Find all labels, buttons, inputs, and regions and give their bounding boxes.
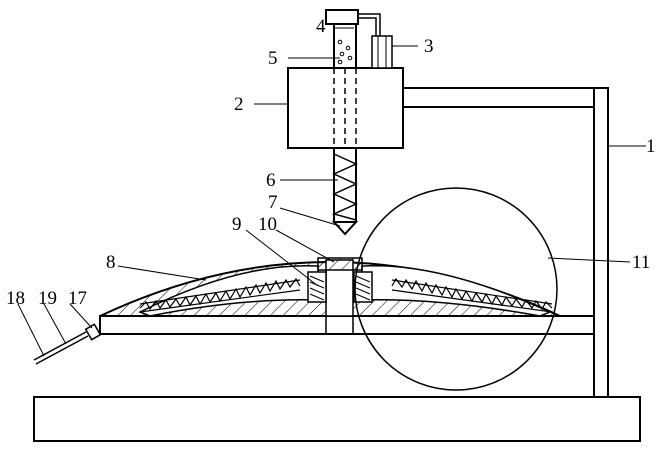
callout-labels: 4 5 3 2 1 6 7 8 9 10 11 17 19 18 [6,16,656,309]
label-2: 2 [234,94,244,115]
label-1: 1 [646,136,656,157]
label-19: 19 [38,288,57,309]
tube-cap [325,9,359,25]
label-7: 7 [268,192,278,213]
label-17: 17 [68,288,87,309]
left-spring [139,277,301,313]
table-plate [99,315,595,335]
bubbles [337,39,353,65]
label-6: 6 [266,170,276,191]
frame-arm [402,87,595,108]
right-clamp [353,271,373,303]
feed-tube [333,23,357,69]
label-18: 18 [6,288,25,309]
label-5: 5 [268,48,278,69]
right-spring [391,277,553,313]
label-9: 9 [232,214,242,235]
label-4: 4 [316,16,326,37]
left-clamp [307,271,327,303]
leader-lines [17,27,646,357]
top-ring [317,257,363,271]
outlet-pipe [33,323,102,365]
label-3: 3 [424,36,434,57]
screw-drill [331,147,359,236]
label-11: 11 [632,252,650,273]
label-10: 10 [258,214,277,235]
detail-circle [354,187,558,391]
base-plate [33,396,641,442]
frame-column [593,87,609,398]
label-8: 8 [106,252,116,273]
side-pipe [371,35,393,69]
